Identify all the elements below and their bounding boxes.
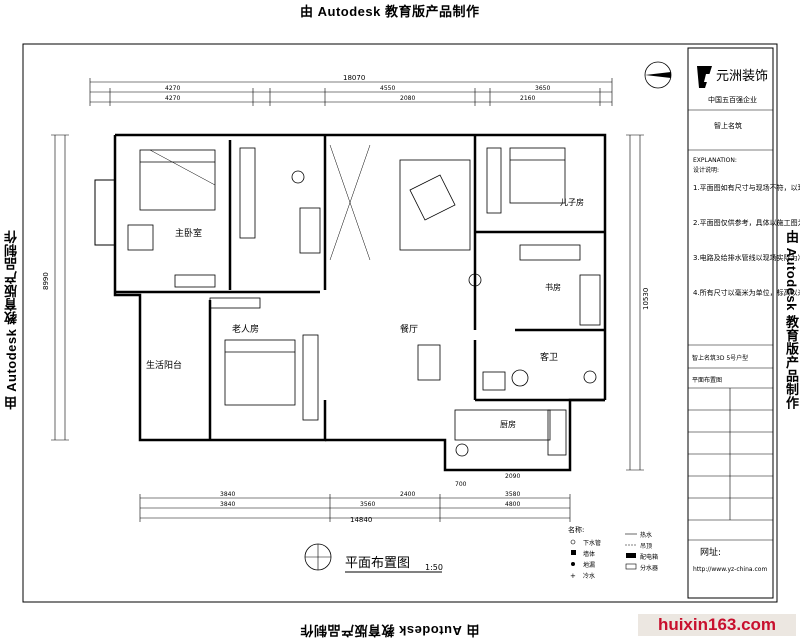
kitchen-stove [455, 443, 469, 457]
dresser [174, 274, 216, 288]
dim-700: 700 [455, 481, 467, 488]
site-watermark: huixin163.com [638, 614, 796, 636]
dim-top2-a: 4270 [165, 95, 180, 102]
plant [468, 273, 482, 287]
toilet-master [291, 170, 305, 184]
room-master: 主卧室 [175, 227, 202, 239]
room-study: 书房 [545, 282, 561, 292]
dimension-lines [51, 78, 644, 522]
plan-title-symbol-icon [304, 543, 332, 571]
dim-bottom-a: 3840 [220, 491, 235, 498]
drawing-border [22, 43, 778, 603]
kitchen-counter [454, 409, 551, 441]
elder-bed [224, 339, 296, 406]
dim-left-total: 8990 [42, 272, 50, 290]
drawing-title: 平面布置图 [692, 376, 722, 384]
dim-bottom2-a: 3840 [220, 501, 235, 508]
project-name: 智上名筑 [714, 121, 742, 130]
plan-title: 平面布置图 [345, 556, 410, 571]
elder-wardrobe [302, 334, 319, 421]
study-desk [579, 274, 601, 326]
company-logo-icon [697, 66, 714, 88]
room-dining: 餐厅 [400, 323, 418, 335]
dining-table [417, 344, 441, 381]
guest-cabinet [482, 371, 506, 391]
legend-item-5: 吊顶 [640, 543, 652, 550]
bay-window [94, 179, 116, 246]
dim-top-a: 4270 [165, 85, 180, 92]
note-1: 1.平面图如有尺寸与现场不符，以现场尺寸为准。 [693, 183, 800, 192]
title-block: 元洲装饰 中国五百强企业 智上名筑 EXPLANATION: 设计说明: 1.平… [687, 47, 800, 599]
dim-bottom-b: 2400 [400, 491, 415, 498]
dim-bottom-c: 3580 [505, 491, 520, 498]
dim-bottom-total: 14840 [350, 516, 372, 524]
watermark-stamp-right: 由 Autodesk 教育版产品制作 [784, 230, 799, 410]
company-name: 元洲装饰 [716, 69, 768, 84]
watermark-stamp-top: 由 Autodesk 教育版产品制作 [300, 4, 480, 19]
dim-bottom2-b: 3560 [360, 501, 375, 508]
legend-item-4: 热水 [640, 531, 652, 539]
legend-item-0: 下水管 [583, 539, 601, 547]
dim-top-b: 4550 [380, 85, 395, 92]
guest-basin [511, 369, 529, 387]
svg-text:+: + [570, 572, 576, 580]
legend-item-7: 分水器 [640, 564, 658, 572]
dim-bottom2-c: 4800 [505, 501, 520, 508]
child-wardrobe [486, 147, 502, 214]
website-label: 网址: [700, 546, 721, 558]
study-shelf [519, 244, 581, 261]
note-3: 3.电路及给排水管线以现场实际为准。 [693, 253, 800, 262]
child-bed [509, 147, 566, 204]
dim-top-total: 18070 [343, 74, 365, 82]
legend-item-1: 墙体 [583, 550, 595, 558]
legend: 名称: 下水管 墙体 地漏 + 冷水 热水 吊顶 配电箱 分水器 [568, 525, 658, 580]
dim-top2-b: 2080 [400, 95, 415, 102]
room-kitchen: 厨房 [500, 419, 516, 429]
company-sub: 中国五百强企业 [708, 95, 757, 104]
drawing-name: 智上名筑3D 5号户型 [692, 354, 748, 362]
kitchen-fridge [547, 409, 567, 456]
legend-item-2: 地漏 [583, 561, 595, 569]
master-bed [139, 149, 216, 211]
legend-item-6: 配电箱 [640, 553, 658, 561]
dim-kitchen: 2090 [505, 473, 520, 480]
note-4: 4.所有尺寸以毫米为单位，标高以米为单位。 [693, 288, 800, 297]
room-guest-wc: 客卫 [540, 351, 558, 363]
walls [113, 133, 607, 472]
dim-top2-c: 2160 [520, 95, 535, 102]
dim-top-c: 3650 [535, 85, 550, 92]
legend-item-3: 冷水 [583, 572, 595, 580]
room-elder: 老人房 [232, 323, 259, 335]
website-url: http://www.yz-china.com [693, 566, 767, 573]
hall-cabinet [299, 207, 321, 254]
plan-scale: 1:50 [425, 563, 443, 572]
explanation-title: EXPLANATION: [693, 157, 737, 164]
master-armchair [127, 224, 154, 251]
coffee-table [409, 174, 456, 221]
note-2: 2.平面图仅供参考，具体以施工图为准。 [693, 218, 800, 227]
sofa-set [399, 159, 471, 251]
dim-right-total: 10530 [642, 288, 650, 310]
north-arrow-icon [644, 61, 672, 89]
master-wardrobe [239, 147, 256, 239]
explanation-cn: 设计说明: [693, 166, 719, 174]
room-balcony: 生活阳台 [146, 359, 182, 371]
elder-desk [209, 297, 261, 309]
furniture [127, 144, 601, 457]
legend-title: 名称: [568, 525, 584, 534]
toilet-guest [583, 370, 597, 384]
room-child: 儿子房 [560, 197, 584, 207]
